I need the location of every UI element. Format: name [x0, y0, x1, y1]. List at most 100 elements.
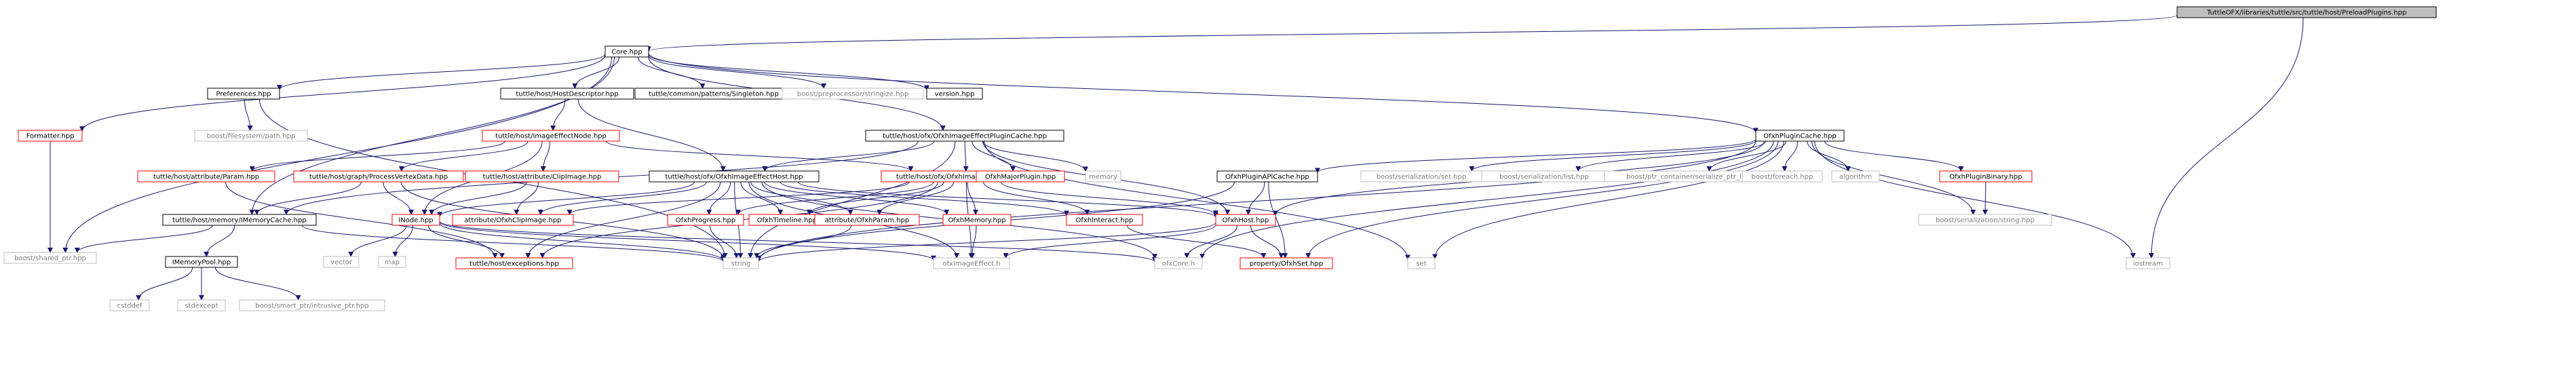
edge-core-to-preferences [277, 54, 606, 91]
node-ofxImgEffectHost[interactable]: tuttle/host/ofx/OfxhImageEffectHost.hpp [649, 170, 820, 183]
node-box-algorithm [1831, 170, 1880, 183]
edge-pluginCacheHpp-to-ofxImgEffectHost [762, 140, 935, 172]
node-box-formatter [18, 130, 83, 142]
edge-attrParam-to-exceptions [225, 181, 498, 259]
edge-inode-to-ofxCoreH [439, 221, 1157, 263]
node-attrParam[interactable]: tuttle/host/attribute/Param.hpp [137, 170, 275, 183]
edge-ofxhplugincache-to-ofxCoreH [1199, 140, 1774, 259]
edge-ofxhplugincache-to-serSet [1469, 140, 1756, 172]
edge-inode-to-exceptions [427, 225, 505, 259]
edge-imemCache-to-imemPool [204, 225, 235, 257]
edge-core-to-formatter [79, 54, 606, 132]
node-label-core: Core.hpp [611, 49, 642, 56]
node-formatter[interactable]: Formatter.hpp [18, 130, 83, 142]
edge-ofxhplugincache-to-pluginBinary [1824, 140, 1964, 172]
node-ofxCoreH: ofxCore.h [1154, 257, 1203, 269]
node-ofxImageEffectH: ofxImageEffect.h [933, 257, 1010, 269]
node-filesystem: boost/filesystem/path.hpp [194, 130, 308, 142]
edge-core-to-version [648, 54, 929, 91]
edge-hostdescriptor-to-ofxImgEffectHost [577, 98, 726, 172]
node-core[interactable]: Core.hpp [604, 45, 649, 58]
node-label-majorPlugin: OfxhMajorPlugin.hpp [985, 174, 1056, 181]
edge-ofxImgEffectNode-to-clipImage [566, 181, 910, 215]
node-label-imemCache: tuttle/host/memory/IMemoryCache.hpp [172, 217, 306, 225]
node-inode[interactable]: INode.hpp [391, 214, 440, 226]
node-majorPlugin[interactable]: OfxhMajorPlugin.hpp [976, 170, 1065, 183]
node-box-preload [2176, 6, 2437, 18]
node-ofxhSet[interactable]: property/OfxhSet.hpp [1239, 257, 1333, 269]
node-ofxInteract[interactable]: OfxhInteract.hpp [1066, 214, 1143, 226]
edge-ofxImgEffectHost-to-ofxHost [797, 181, 1218, 218]
edge-core-to-ofxhplugincache [648, 53, 1758, 134]
node-clipImage[interactable]: attribute/OfxhClipImage.hpp [452, 214, 574, 226]
node-pluginCacheHpp[interactable]: tuttle/host/ofx/OfxhImageEffectPluginCac… [865, 130, 1064, 142]
node-stdexcept: stdexcept [177, 299, 226, 311]
node-attrClip[interactable]: tuttle/host/attribute/ClipImage.hpp [465, 170, 619, 183]
node-preload: TuttleOFX/libraries/tuttle/src/tuttle/ho… [2176, 6, 2437, 18]
edge-ofxImgEffectHost-to-ofxInteract [780, 181, 1069, 216]
edge-imemPool-to-intrusivePtr [214, 267, 301, 301]
node-label-imageeffectnode: tuttle/host/ImageEffectNode.hpp [495, 133, 607, 140]
node-imemCache[interactable]: tuttle/host/memory/IMemoryCache.hpp [162, 214, 317, 226]
edge-pluginCacheHpp-to-memory [982, 140, 1088, 172]
node-pluginBinary[interactable]: OfxhPluginBinary.hpp [1939, 170, 2033, 183]
node-box-exceptions [455, 257, 573, 269]
edge-preload-to-iostream [2149, 17, 2304, 259]
edge-pluginCacheHpp-to-set [984, 140, 1410, 261]
edge-imageeffectnode-to-pvd [398, 140, 528, 172]
edge-inode-to-string [439, 223, 726, 262]
node-label-string: string [731, 261, 751, 268]
edge-progress-to-string [710, 225, 739, 259]
edge-core-to-stringize [648, 55, 826, 89]
node-apiCache[interactable]: OfxhPluginAPICache.hpp [1216, 170, 1318, 183]
node-label-filesystem: boost/filesystem/path.hpp [207, 133, 296, 140]
node-label-imemPool: IMemoryPool.hpp [172, 259, 231, 267]
edge-imemPool-to-cstddef [136, 267, 193, 301]
edge-ofxImgEffectNode-to-ofxInteract [983, 181, 1090, 215]
edge-imemCache-to-sharedPtr [74, 225, 213, 253]
node-box-pvd [293, 170, 464, 183]
edge-ofxImgEffectHost-to-attrOfxParam [750, 181, 853, 215]
node-map: map [378, 256, 406, 268]
node-serString: boost/serialization/string.hpp [1918, 214, 2052, 226]
node-ptrList: boost/ptr_container/serialize_ptr_list.h… [1604, 170, 1787, 183]
node-iostream: iostream [2126, 257, 2170, 269]
node-exceptions[interactable]: tuttle/host/exceptions.hpp [455, 257, 573, 269]
node-imemPool[interactable]: IMemoryPool.hpp [165, 256, 238, 268]
node-box-ofxImgEffectHost [649, 170, 820, 183]
node-label-ofxHost: OfxhHost.hpp [1223, 217, 1269, 225]
node-box-attrClip [465, 170, 619, 183]
node-label-apiCache: OfxhPluginAPICache.hpp [1225, 174, 1309, 181]
node-label-pluginCacheHpp: tuttle/host/ofx/OfxhImageEffectPluginCac… [883, 133, 1047, 140]
edge-core-to-imemCache [249, 56, 615, 215]
node-singleton[interactable]: tuttle/common/patterns/Singleton.hpp [634, 88, 793, 100]
edge-hostdescriptor-to-imageeffectnode [550, 98, 566, 131]
node-box-ofxCoreH [1154, 257, 1203, 269]
node-attrOfxParam[interactable]: attribute/OfxhParam.hpp [814, 214, 920, 226]
edge-ofxhplugincache-to-ofxhSet [1305, 140, 1779, 259]
node-ofxHost[interactable]: OfxhHost.hpp [1215, 214, 1276, 226]
node-pvd[interactable]: tuttle/host/graph/ProcessVertexData.hpp [293, 170, 464, 183]
node-box-ofxMemory [942, 214, 1012, 226]
edge-pvd-to-inode [383, 181, 415, 215]
node-label-foreach: boost/foreach.hpp [1752, 174, 1813, 181]
node-label-preload: TuttleOFX/libraries/tuttle/src/tuttle/ho… [2206, 10, 2406, 17]
node-label-ofxCoreH: ofxCore.h [1162, 261, 1195, 268]
node-ofxhplugincache[interactable]: OfxhPluginCache.hpp [1755, 130, 1845, 142]
node-imageeffectnode[interactable]: tuttle/host/ImageEffectNode.hpp [482, 130, 620, 142]
node-box-serString [1918, 214, 2052, 226]
node-algorithm: algorithm [1831, 170, 1880, 183]
node-string: string [723, 257, 759, 269]
edge-ofxhplugincache-to-set [1432, 140, 1784, 260]
edge-ofxHost-to-string [756, 222, 1216, 263]
node-progress[interactable]: OfxhProgress.hpp [667, 214, 744, 226]
node-version[interactable]: version.hpp [926, 88, 983, 100]
node-ofxMemory[interactable]: OfxhMemory.hpp [942, 214, 1012, 226]
node-box-stringize [782, 88, 924, 100]
node-box-imageeffectnode [482, 130, 620, 142]
node-preferences[interactable]: Preferences.hpp [207, 88, 280, 100]
node-box-sharedPtr [3, 252, 97, 264]
node-hostdescriptor[interactable]: tuttle/host/HostDescriptor.hpp [500, 88, 634, 100]
node-timeline[interactable]: OfxhTimeline.hpp [748, 214, 826, 226]
node-label-vector: vector [330, 259, 353, 267]
